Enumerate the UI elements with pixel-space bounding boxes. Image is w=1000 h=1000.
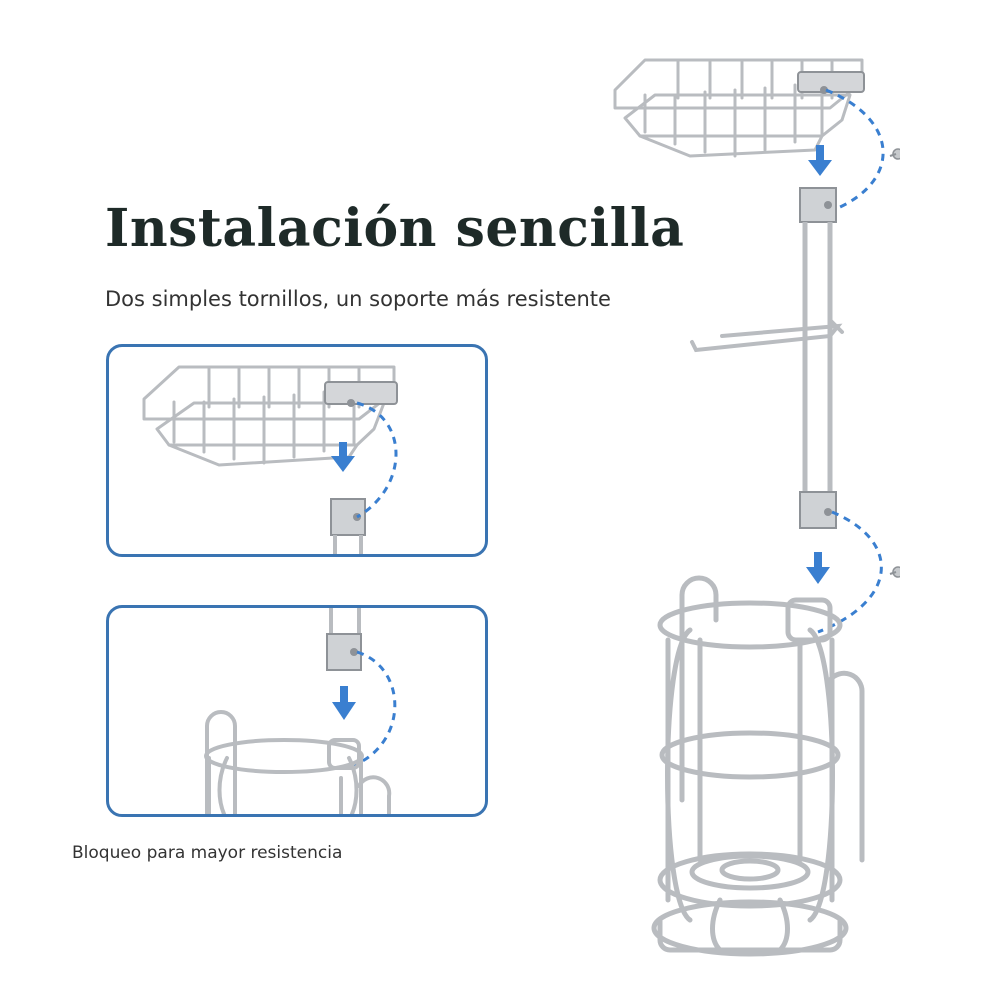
screw-path-dashed [825,88,885,210]
product-illustration [613,58,900,957]
basket-mount-illustration [142,365,398,554]
down-arrow-icon [808,145,832,176]
base-mount-illustration [204,608,397,814]
screw-path-dashed [817,510,883,634]
roll-arm [690,318,844,353]
page-subtitle: Dos simples tornillos, un soporte más re… [105,287,611,311]
pole [802,222,833,500]
down-arrow-icon [331,442,355,472]
screw-icon [889,566,900,578]
screw-path-dashed [356,401,398,519]
basket-bracket [324,381,398,405]
detail-panel-basket-mount [106,344,488,557]
page-title: Instalación sencilla [105,198,685,259]
screw-icon [889,148,900,160]
down-arrow-icon [806,552,830,584]
basket-bracket [797,71,865,93]
roll-holder-base [651,575,865,957]
screw-path-dashed [346,650,397,770]
detail-panel-base-mount [106,605,488,817]
caption-lock: Bloqueo para mayor resistencia [72,843,343,863]
roll-holder-base [204,710,392,814]
down-arrow-icon [332,686,356,720]
